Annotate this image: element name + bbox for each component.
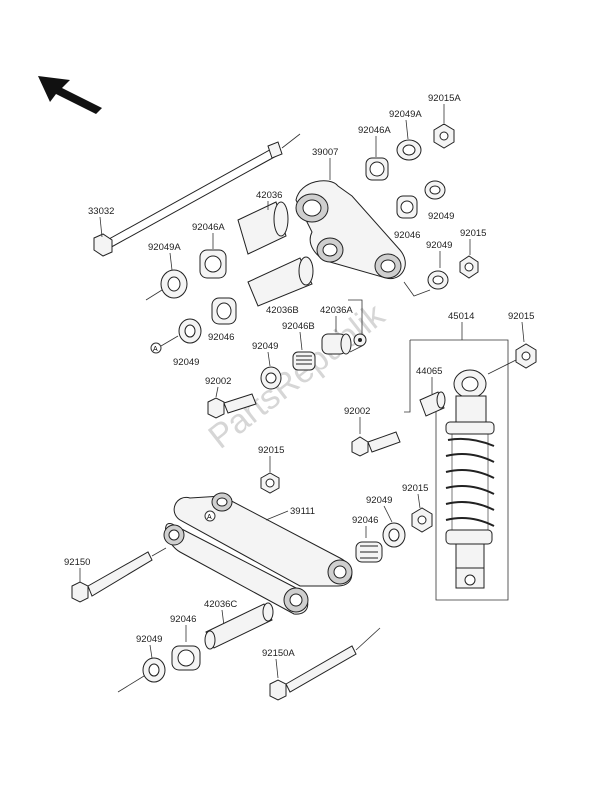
washer-92049-lower-left	[117, 657, 166, 693]
bearing-92046-right	[396, 195, 418, 219]
bearing-92046-lower-right	[355, 541, 383, 563]
orientation-arrow	[38, 76, 102, 114]
bearing-92046-lower-left	[171, 645, 201, 671]
sleeve-42036C	[204, 602, 274, 650]
label-92046-lower-right: 92046	[352, 515, 378, 526]
nut-92015-lower-right	[411, 507, 433, 533]
bolt-92002-left	[207, 393, 257, 419]
label-92046-right: 92046	[394, 230, 420, 241]
shock-absorber-45014	[445, 369, 495, 589]
label-92049A-top: 92049A	[389, 109, 422, 120]
label-92046B: 92046B	[282, 321, 315, 332]
bearing-92046B	[292, 351, 316, 371]
label-39007: 39007	[312, 147, 338, 158]
ref-marker-lower: A	[204, 510, 216, 522]
label-92015-shock-top: 92015	[508, 311, 534, 322]
label-92150A: 92150A	[262, 648, 295, 659]
label-92049A-left: 92049A	[148, 242, 181, 253]
shaft-33032	[93, 133, 301, 257]
label-92049-right-a: 92049	[428, 211, 454, 222]
label-92002-left: 92002	[205, 376, 231, 387]
nut-92015-center	[260, 472, 280, 494]
washer-92049A-left	[160, 269, 188, 299]
label-92049-center: 92049	[252, 341, 278, 352]
label-92046A-left: 92046A	[192, 222, 225, 233]
label-42036: 42036	[256, 190, 282, 201]
label-92150: 92150	[64, 557, 90, 568]
sleeve-42036B	[247, 256, 314, 307]
label-42036A: 42036A	[320, 305, 353, 316]
bearing-92046A-left	[199, 249, 227, 279]
label-39111: 39111	[290, 506, 315, 517]
sleeve-42036A	[321, 333, 352, 355]
washer-92049-right	[424, 180, 446, 200]
label-92046-lower-left: 92046	[170, 614, 196, 625]
bolt-92002-right	[351, 431, 401, 457]
bearing-92046A-top	[365, 157, 389, 181]
label-92049-lower-right: 92049	[366, 495, 392, 506]
label-92002-right: 92002	[344, 406, 370, 417]
label-92049-left: 92049	[173, 357, 199, 368]
label-92015A: 92015A	[428, 93, 461, 104]
tie-rod-39111	[163, 492, 353, 615]
label-42036B: 42036B	[266, 305, 299, 316]
nut-92015A	[433, 123, 455, 149]
label-92015-lower-right: 92015	[402, 483, 428, 494]
label-44065: 44065	[416, 366, 442, 377]
label-92049-right-b: 92049	[426, 240, 452, 251]
ref-marker-upper: A	[150, 335, 179, 354]
label-33032: 33032	[88, 206, 114, 217]
bolt-92150	[71, 547, 167, 603]
label-45014: 45014	[448, 311, 474, 322]
label-92015-right: 92015	[460, 228, 486, 239]
washer-92049A-top	[396, 139, 422, 161]
label-92049-lower-left: 92049	[136, 634, 162, 645]
bolt-92150A	[269, 627, 381, 701]
nut-92015-shock-top	[487, 343, 537, 375]
sleeve-42036	[237, 201, 289, 255]
bearing-92046-left	[211, 297, 237, 325]
washer-92049-left	[178, 318, 202, 344]
collar-44065	[419, 391, 446, 417]
grease-nipple-icon	[353, 333, 367, 347]
label-92015-center: 92015	[258, 445, 284, 456]
washer-92049-center	[260, 366, 282, 390]
nut-92015-right	[459, 255, 479, 279]
label-92046A-top: 92046A	[358, 125, 391, 136]
shock-bracket-45014	[404, 322, 509, 601]
svg-text:A: A	[153, 346, 158, 353]
rocker-arm-39007	[295, 180, 406, 280]
label-92046-left: 92046	[208, 332, 234, 343]
washer-92049-lower-right	[382, 522, 406, 548]
label-42036C: 42036C	[204, 599, 237, 610]
washer-92049-right-b	[427, 270, 449, 290]
svg-text:A: A	[207, 514, 212, 521]
